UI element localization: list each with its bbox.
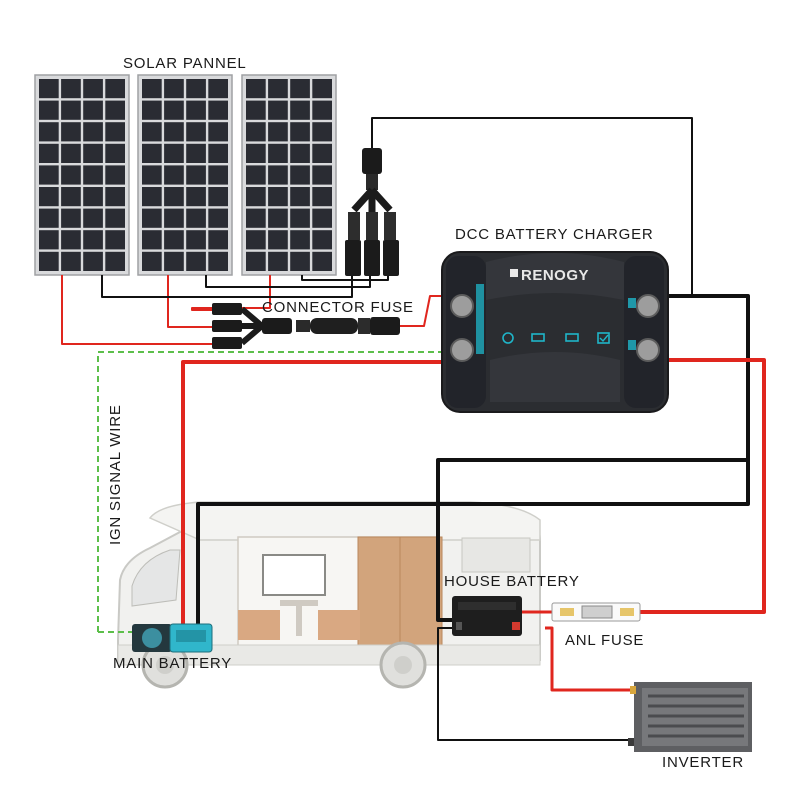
- house-battery-label: HOUSE BATTERY: [444, 573, 580, 590]
- solar-panel: [241, 74, 337, 276]
- dcc-battery-charger: [441, 251, 669, 413]
- ign-signal-wire-label: IGN SIGNAL WIRE: [107, 404, 124, 545]
- main-battery-negative: [196, 294, 750, 630]
- wiring: [61, 117, 766, 741]
- main-battery-positive: [181, 360, 448, 630]
- solar-panel: [137, 74, 233, 276]
- rv-motorhome: [117, 501, 541, 689]
- charger-indicator-row: [502, 332, 610, 344]
- panel-lead-black: [101, 270, 353, 298]
- mc4-branch-connector-top: [345, 148, 399, 276]
- anl-fuse: [551, 602, 641, 622]
- charger-brand-logo: RENOGY: [521, 267, 590, 284]
- inverter: [628, 682, 752, 752]
- inverter-negative: [437, 627, 632, 741]
- power-icon: [502, 332, 514, 344]
- main-battery: [132, 623, 213, 653]
- connector-fuse-label: CONNECTOR FUSE: [262, 299, 414, 316]
- inline-connector-fuse: [296, 317, 400, 335]
- solar-panel-label: SOLAR PANNEL: [123, 55, 247, 72]
- solar-positive-wire: [400, 295, 448, 327]
- solar-panel: [34, 74, 130, 276]
- mc4-branch-connector-bottom: [212, 303, 292, 349]
- inverter-label: INVERTER: [662, 754, 744, 771]
- anl-fuse-label: ANL FUSE: [565, 632, 645, 649]
- inverter-positive: [545, 626, 634, 692]
- battery-icon: [565, 333, 579, 342]
- ign-signal-wire: [97, 351, 448, 632]
- dcc-charger-label: DCC BATTERY CHARGER: [455, 226, 654, 243]
- vehicle-icon: [531, 333, 545, 342]
- house-battery: [452, 596, 522, 636]
- panel-lead-red: [61, 275, 216, 345]
- house-battery-negative: [436, 458, 748, 622]
- solar-panel-array: [34, 74, 337, 276]
- house-battery-positive: [638, 358, 766, 614]
- main-battery-label: MAIN BATTERY: [113, 655, 233, 672]
- check-icon: [597, 332, 610, 344]
